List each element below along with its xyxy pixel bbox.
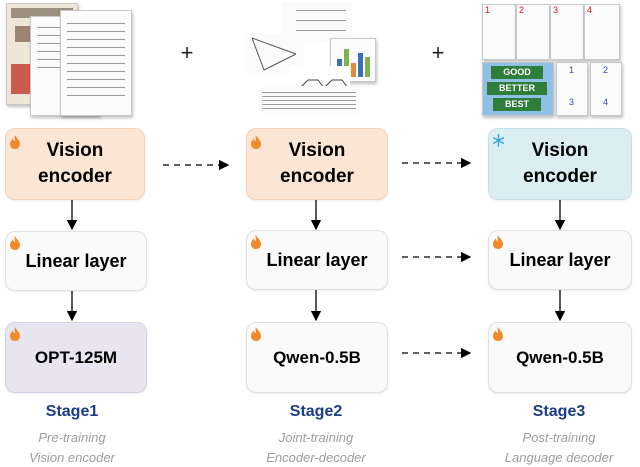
stage3-title: Stage3 [532,403,586,420]
box-label: Vision encoder [38,140,112,187]
sign-better: BETTER [487,82,547,95]
box-label: Vision encoder [523,140,597,187]
layout-page-thumbnail-2: 2 4 [590,62,622,116]
fire-icon [10,327,20,341]
stage1-linear-layer-box: Linear layer [5,231,147,291]
sign-good: GOOD [491,66,543,79]
fire-icon [251,235,261,249]
stage3-subtitle-line2: Language decoder [504,450,614,465]
stage2-title: Stage2 [289,403,343,420]
stage3-qwen-box: Qwen-0.5B [488,322,632,393]
stage2-subtitle-line2: Encoder-decoder [266,450,366,465]
plus-sign-2: + [431,40,445,65]
sheet-music-thumbnail [262,86,356,114]
stage1-vision-encoder-box: Vision encoder [5,128,145,200]
fire-icon [251,135,261,149]
page-thumbnail-4: 4 [584,4,620,60]
box-label: Vision encoder [280,140,354,187]
plus-sign-1: + [180,40,194,65]
page-number-label: 4 [587,5,593,15]
box-label: OPT-125M [34,347,118,367]
box-label: Linear layer [509,249,611,270]
stage3-vision-encoder-box: Vision encoder [488,128,632,200]
geometry-thumbnail [246,34,304,74]
stage2-vision-encoder-box: Vision encoder [246,128,388,200]
sign-image-thumbnail: GOOD BETTER BEST [482,62,554,116]
box-label: Linear layer [266,249,368,270]
stage1-opt-box: OPT-125M [5,322,147,393]
stage2-subtitle-line1: Joint-training [278,430,354,445]
fire-icon [493,235,503,249]
stage3-linear-layer-box: Linear layer [488,230,632,290]
page-number-label: 1 [569,65,575,75]
stage1-subtitle-line2: Vision encoder [29,450,115,465]
page-number-label: 2 [519,5,525,15]
stage1-subtitle-line1: Pre-training [38,430,106,445]
stage1-title: Stage1 [45,403,99,420]
box-label: Qwen-0.5B [273,347,361,367]
box-label: Linear layer [25,250,127,271]
stage3-subtitle-line1: Post-training [522,430,596,445]
fire-icon [493,327,503,341]
stage2-linear-layer-box: Linear layer [246,230,388,290]
snowflake-icon [492,134,505,147]
fire-icon [251,327,261,341]
page-thumbnail-1: 1 [482,4,516,60]
geometry-figure [251,37,297,71]
page-thumbnail-3: 3 [550,4,584,60]
fire-icon [10,135,20,149]
layout-page-thumbnail-1: 1 3 [556,62,588,116]
fire-icon [10,236,20,250]
page-thumbnail-2: 2 [516,4,550,60]
page-number-label: 4 [603,97,609,107]
stage2-qwen-box: Qwen-0.5B [246,322,388,393]
page-number-label: 1 [485,5,491,15]
page-number-label: 3 [569,97,575,107]
paper-thumbnail-2 [60,10,132,116]
page-number-label: 2 [603,65,609,75]
box-label: Qwen-0.5B [516,347,604,367]
page-number-label: 3 [553,5,559,15]
sign-best: BEST [493,98,541,111]
